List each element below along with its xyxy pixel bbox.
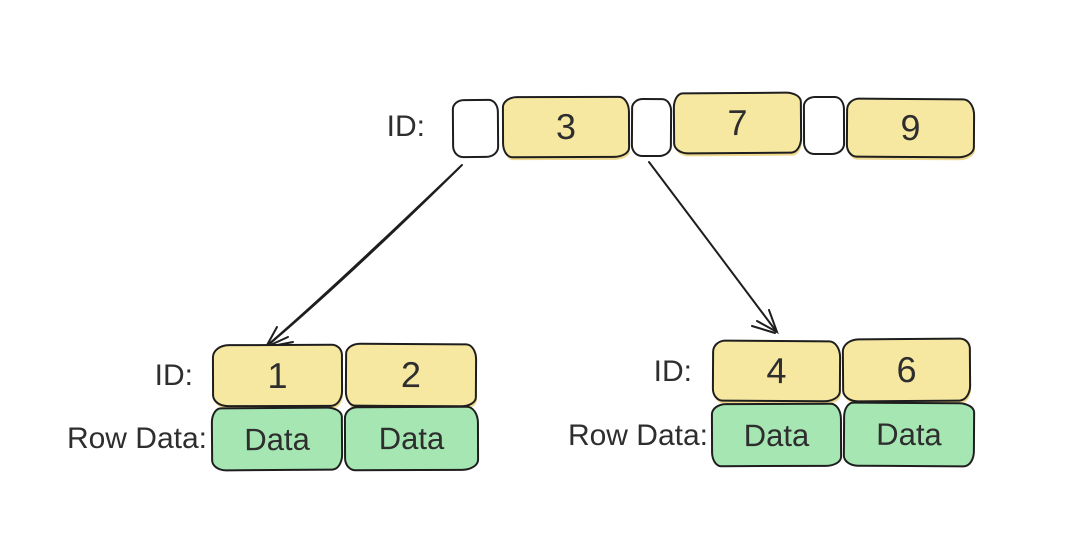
root-pointer-cell-1 <box>451 98 500 159</box>
leaf-right-row-data-label: Row Data: <box>567 419 708 452</box>
arrow-to-right-leaf <box>648 161 779 335</box>
leaf-right-data-cell-2: Data <box>842 401 976 468</box>
leaf-right-id-label: ID: <box>653 355 692 388</box>
root-key-cell-3: 9 <box>845 97 976 159</box>
leaf-right-key-cell-1: 4 <box>711 339 842 403</box>
leaf-left-data-cell-1: Data <box>210 406 344 472</box>
arrow-to-left-leaf <box>263 164 463 350</box>
leaf-right-data-cell-1: Data <box>710 402 843 468</box>
leaf-left-row-data-label: Row Data: <box>66 422 207 455</box>
root-key-cell-2: 7 <box>672 91 803 155</box>
leaf-right-key-cell-2: 6 <box>841 337 972 403</box>
root-id-label: ID: <box>386 110 425 143</box>
root-pointer-cell-2 <box>630 97 673 158</box>
root-pointer-cell-3 <box>802 95 846 156</box>
leaf-left-key-cell-2: 2 <box>344 342 478 408</box>
root-key-cell-1: 3 <box>501 95 631 159</box>
leaf-left-id-label: ID: <box>154 359 193 392</box>
leaf-left-key-cell-1: 1 <box>211 343 344 408</box>
leaf-left-data-cell-2: Data <box>343 405 480 472</box>
